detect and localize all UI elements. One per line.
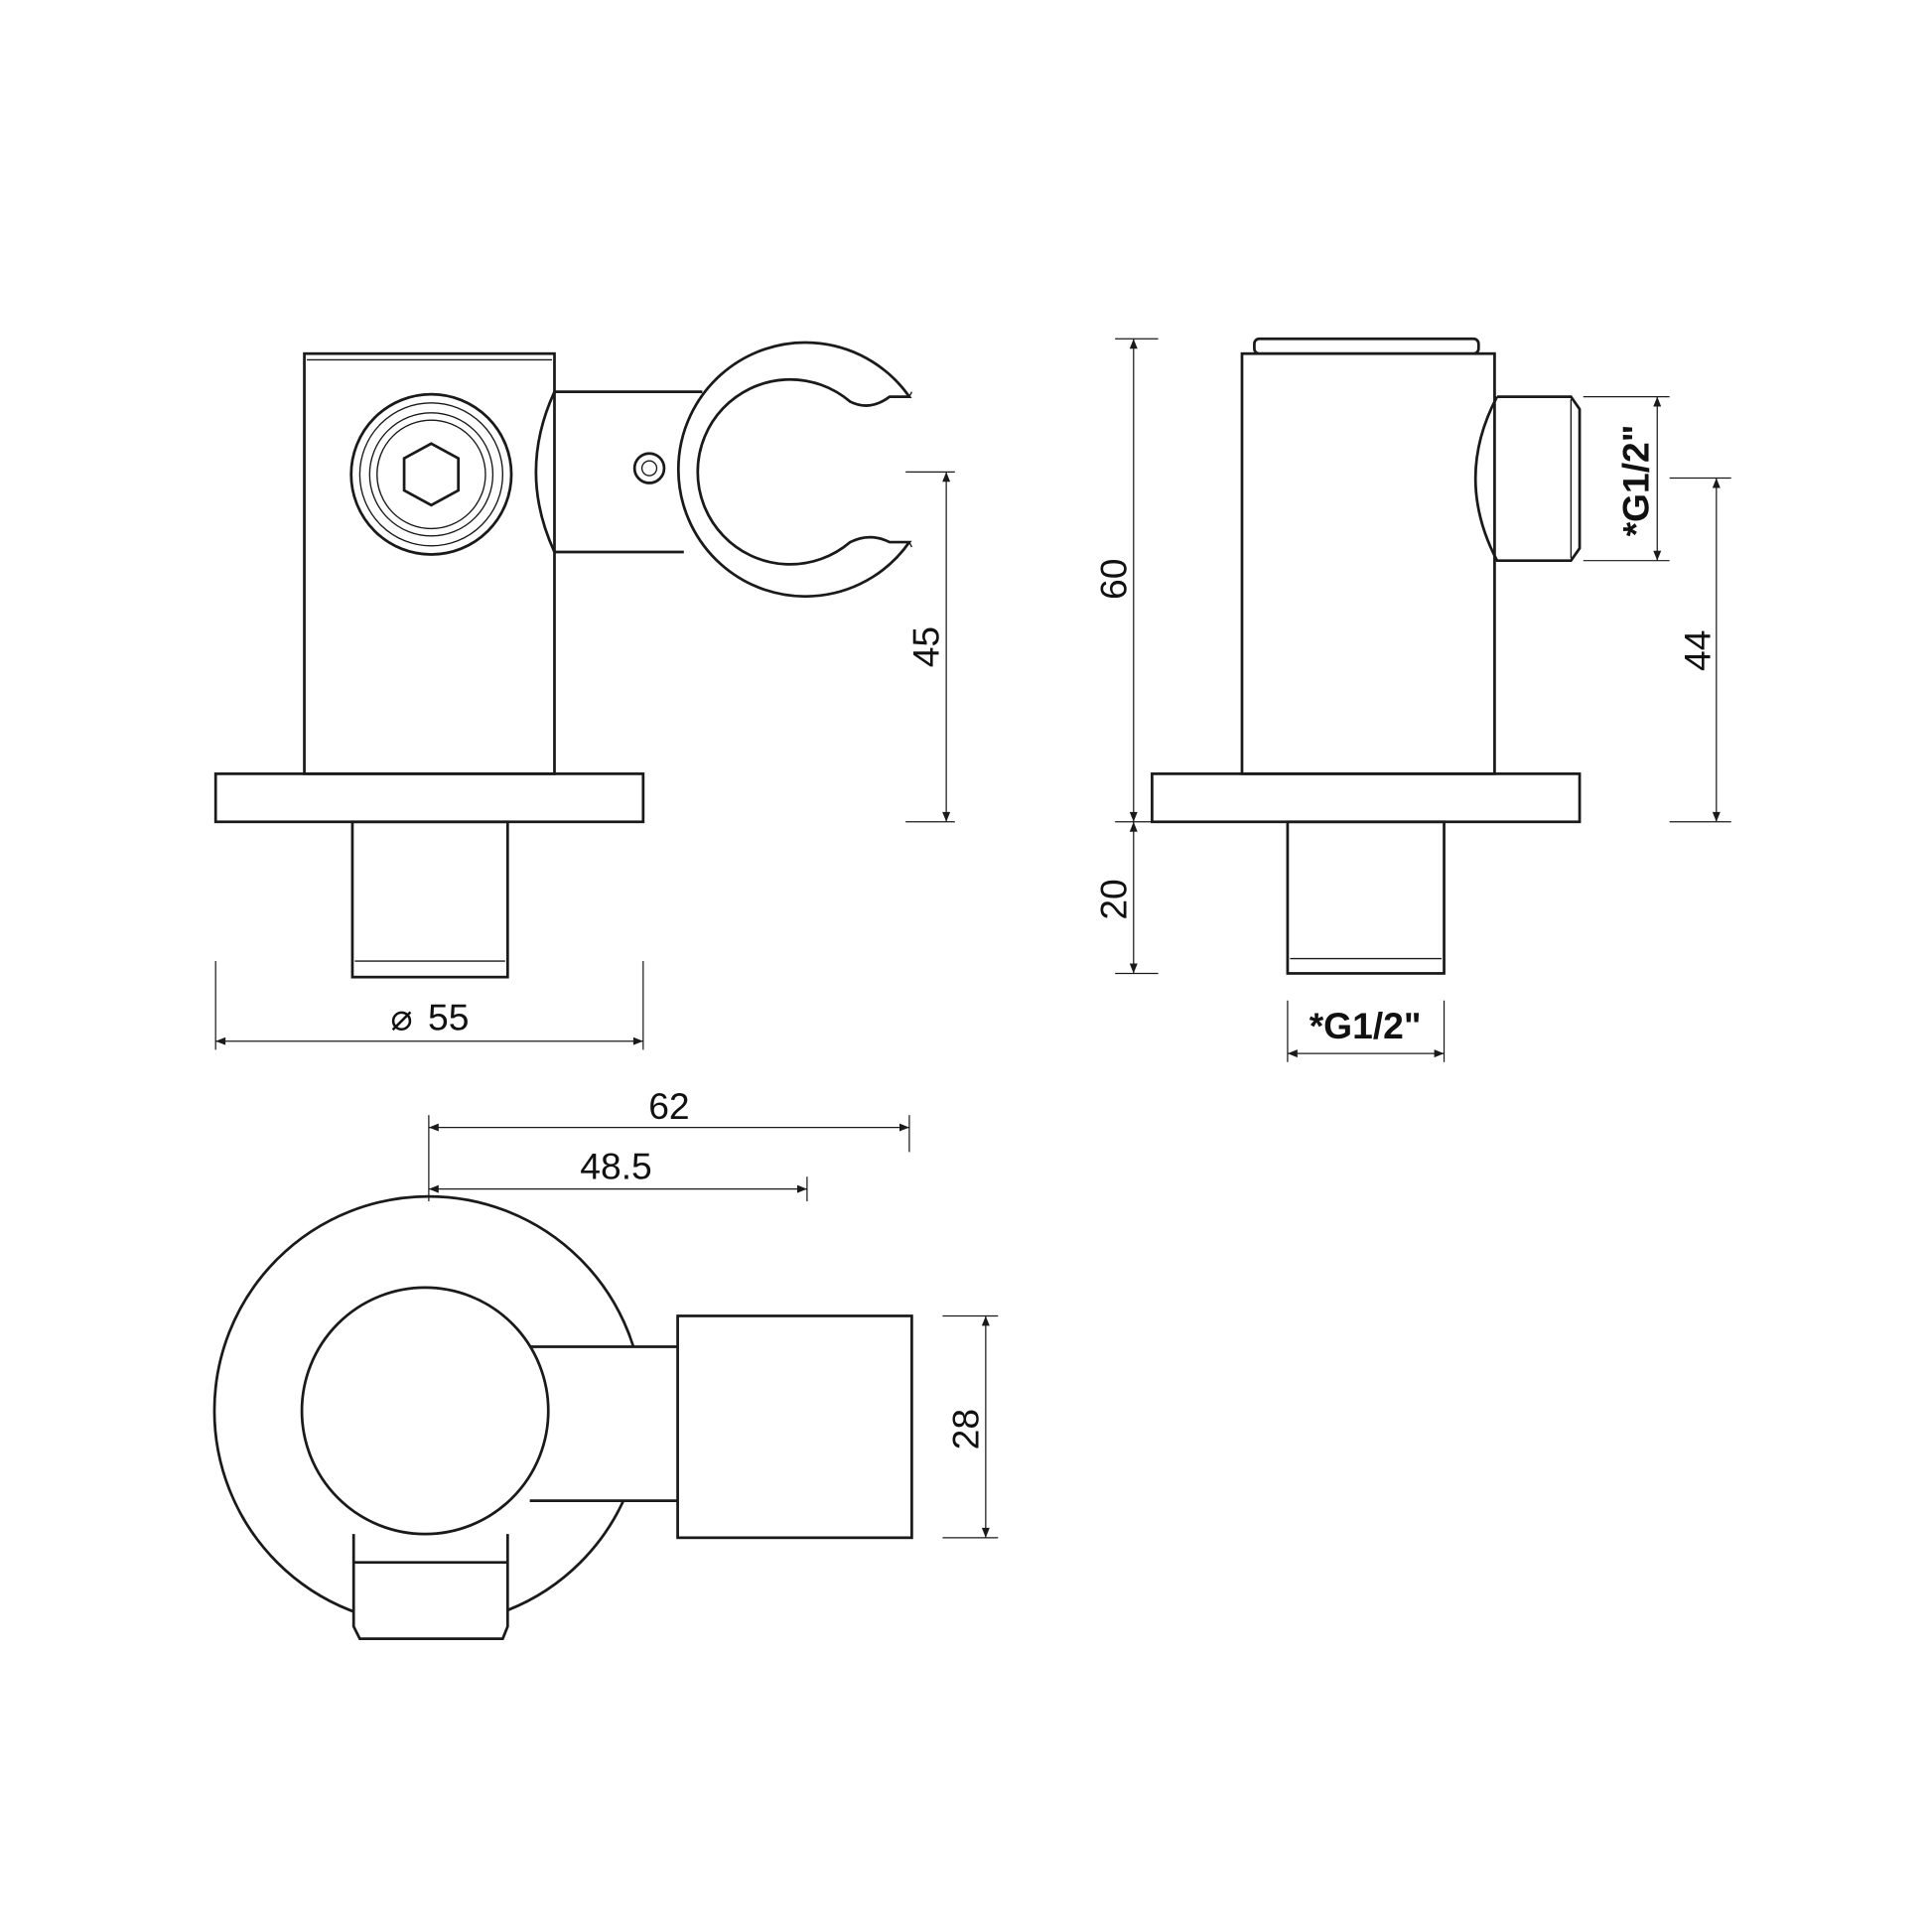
dim-55: 55 [428,997,469,1038]
dim-44: 44 [1677,630,1719,671]
body-circle [300,1286,550,1536]
top-view: 62 48.5 28 [212,1085,999,1640]
dim-28: 28 [944,1409,986,1449]
dim-20: 20 [1092,879,1134,919]
stem [351,1534,509,1640]
dim-outlet-thread: *G1/2" [1615,425,1657,537]
dim-60: 60 [1092,559,1134,600]
arm [534,390,703,554]
cap [1253,337,1480,355]
stem [350,820,509,979]
body [303,351,556,775]
flange [1151,772,1582,824]
front-view: 45 ⌀ 55 [213,341,955,1050]
screw-icon [632,452,666,484]
dim-48-5: 48.5 [580,1146,651,1187]
stem [1286,820,1446,975]
side-view: 60 20 *G1/2" 44 *G1/2" [1092,337,1731,1062]
nut-icon [349,392,513,556]
outlet-thread [1473,395,1582,563]
dim-inlet-thread: *G1/2" [1310,1005,1422,1046]
flange [213,772,645,824]
dim-62: 62 [648,1085,689,1127]
holder-clip [677,341,912,599]
diameter-symbol: ⌀ [390,997,412,1038]
body [1240,351,1496,775]
dim-45: 45 [905,626,947,667]
holder [676,1314,913,1540]
